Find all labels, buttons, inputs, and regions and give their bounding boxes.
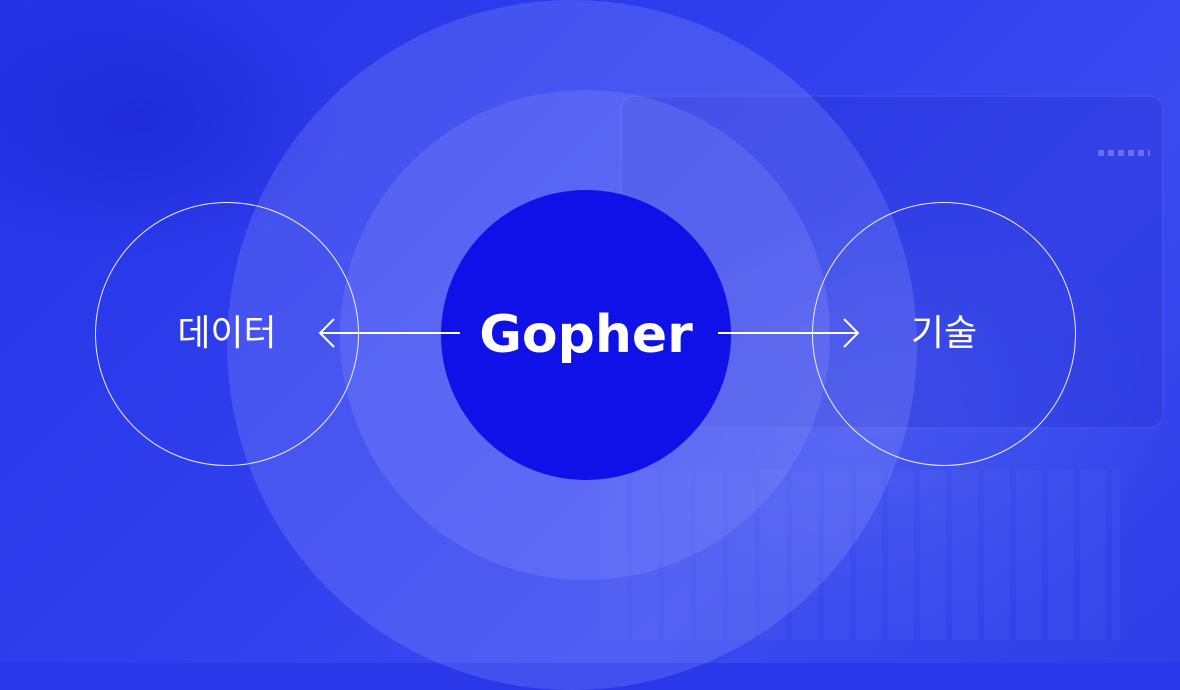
arrow-left-icon [318,318,460,348]
center-circle [441,190,731,480]
connectors [318,318,860,348]
indicator-dots [1098,150,1150,156]
arrow-right-icon [718,318,860,348]
right-node-label: 기술 [910,313,978,354]
center-label: Gopher [479,305,693,365]
left-node-label: 데이터 [177,313,277,354]
keyboard-background-image [600,470,1120,640]
